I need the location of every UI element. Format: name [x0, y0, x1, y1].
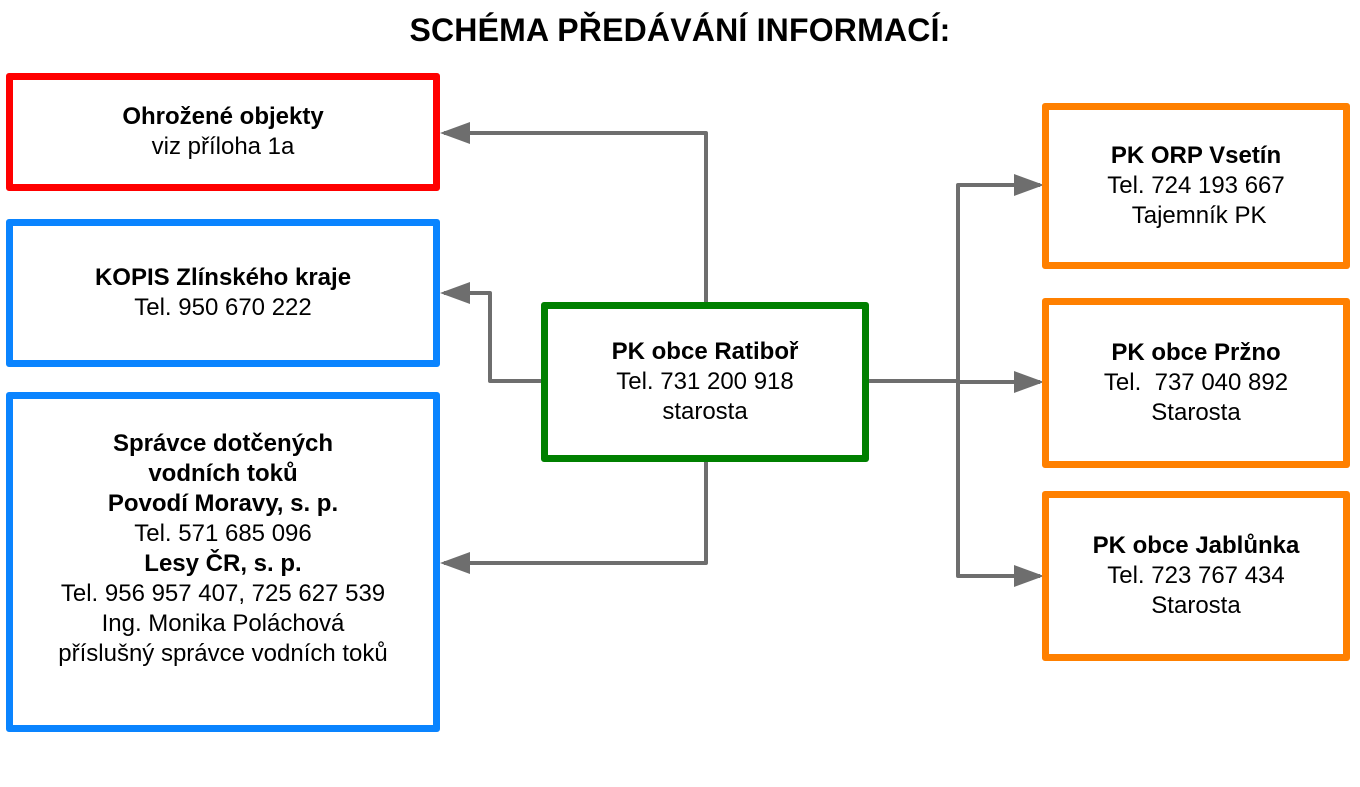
- box-text: Tel. 731 200 918: [616, 368, 794, 395]
- box-text: Tel. 956 957 407, 725 627 539: [60, 580, 386, 607]
- arrowhead-icon: [1014, 371, 1044, 393]
- box-text: starosta: [662, 398, 748, 425]
- arrow-to-jablunka: [956, 381, 1040, 578]
- arrow-to-kopis: [444, 291, 543, 383]
- box-heading: KOPIS Zlínského kraje: [94, 264, 352, 291]
- box-ohrozene-objekty: Ohrožené objekty viz příloha 1a: [6, 73, 440, 191]
- box-text: Tel. 723 767 434: [1107, 562, 1285, 589]
- box-heading: Lesy ČR, s. p.: [144, 550, 302, 577]
- arrow-to-vsetin: [956, 183, 1040, 381]
- box-text: Starosta: [1151, 592, 1241, 619]
- box-text: Tel. 737 040 892: [1103, 369, 1289, 396]
- box-heading: vodních toků: [148, 460, 298, 487]
- arrow-to-spravce: [444, 460, 708, 565]
- page-title: SCHÉMA PŘEDÁVÁNÍ INFORMACÍ:: [409, 12, 951, 48]
- box-heading: Ohrožené objekty: [122, 103, 324, 130]
- arrowhead-icon: [440, 282, 470, 304]
- arrowhead-icon: [440, 552, 470, 574]
- box-text: Tel. 571 685 096: [134, 520, 312, 547]
- box-heading: PK obce Jablůnka: [1092, 532, 1300, 559]
- arrowhead-icon: [1014, 174, 1044, 196]
- box-text: Tel. 724 193 667: [1107, 172, 1285, 199]
- box-heading: PK obce Pržno: [1111, 339, 1281, 366]
- box-text: Ing. Monika Poláchová: [101, 610, 345, 637]
- box-text: příslušný správce vodních toků: [58, 640, 388, 667]
- arrowhead-icon: [440, 122, 470, 144]
- box-text: Starosta: [1151, 399, 1241, 426]
- box-heading: Správce dotčených: [112, 430, 334, 457]
- box-heading: PK ORP Vsetín: [1110, 142, 1282, 169]
- box-text: viz příloha 1a: [151, 133, 295, 160]
- box-heading: Povodí Moravy, s. p.: [107, 490, 339, 517]
- box-text: Tajemník PK: [1125, 202, 1267, 229]
- box-heading: PK obce Ratiboř: [611, 338, 799, 365]
- arrow-to-ohrozene: [444, 131, 708, 302]
- box-text: Tel. 950 670 222: [134, 294, 312, 321]
- arrowhead-icon: [1014, 565, 1044, 587]
